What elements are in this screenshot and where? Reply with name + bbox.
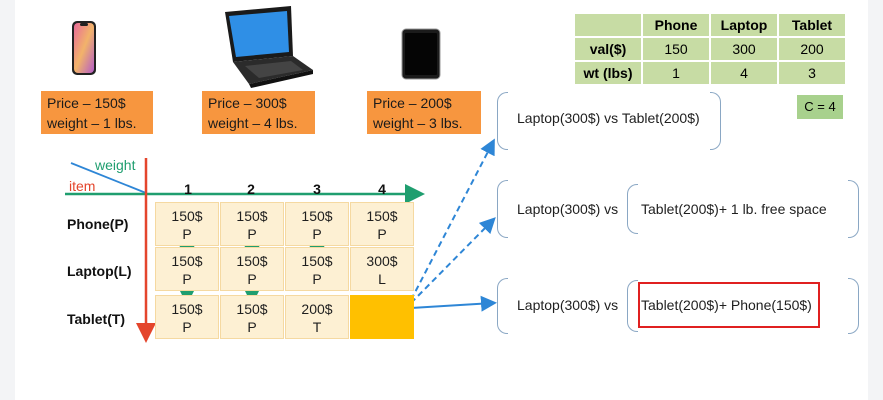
table-cell: 300 xyxy=(709,36,779,62)
table-cell: 4 xyxy=(709,60,779,86)
value-weight-table: Phone Laptop Tablet val($) 150 300 200 w… xyxy=(573,12,847,86)
table-header-tablet: Tablet xyxy=(777,12,847,38)
grid-axes xyxy=(65,138,497,343)
cell-item: P xyxy=(247,226,257,242)
table-cell: 3 xyxy=(777,60,847,86)
cell-value: 150$ xyxy=(171,208,203,224)
grid-cell: 150$ P xyxy=(220,247,284,291)
bracket-left xyxy=(497,180,508,238)
cell-value: 300$ xyxy=(366,253,398,269)
grid-cell: 150$ P xyxy=(350,202,414,246)
phone-icon xyxy=(72,21,96,75)
bracket-right xyxy=(710,92,721,150)
table-row-label: val($) xyxy=(573,36,643,62)
cell-item: P xyxy=(182,226,192,242)
axis-item-label: item xyxy=(69,178,96,194)
table-header-phone: Phone xyxy=(641,12,711,38)
tablet-price: Price – 200$ xyxy=(373,95,452,111)
cell-value: 150$ xyxy=(236,301,268,317)
grid-cell-target xyxy=(350,295,414,339)
cell-value: 150$ xyxy=(236,253,268,269)
comparison-1-text: Laptop(300$) vs Tablet(200$) xyxy=(517,110,700,126)
cell-item: L xyxy=(378,271,386,287)
tablet-weight: weight – 3 lbs. xyxy=(373,115,463,131)
row-label-laptop: Laptop(L) xyxy=(67,263,132,279)
phone-price-box: Price – 150$ weight – 1 lbs. xyxy=(41,91,153,134)
laptop-price-box: Price – 300$ weight – 4 lbs. xyxy=(202,91,315,134)
cell-item: P xyxy=(247,319,257,335)
phone-weight: weight – 1 lbs. xyxy=(47,115,137,131)
cell-item: P xyxy=(247,271,257,287)
cell-item: P xyxy=(377,226,387,242)
cell-value: 150$ xyxy=(171,301,203,317)
answer-highlight-box xyxy=(638,282,820,328)
grid-cell: 200$ T xyxy=(285,295,349,339)
table-header-laptop: Laptop xyxy=(709,12,779,38)
col-label: 3 xyxy=(313,181,321,197)
grid-cell: 150$ P xyxy=(220,202,284,246)
tablet-icon xyxy=(401,28,441,80)
grid-cell: 150$ P xyxy=(155,247,219,291)
comparison-2-left: Laptop(300$) vs xyxy=(517,201,619,217)
connector-arrow-3 xyxy=(410,295,497,312)
cell-value: 150$ xyxy=(301,253,333,269)
grid-cell: 150$ P xyxy=(155,202,219,246)
laptop-price: Price – 300$ xyxy=(208,95,287,111)
bracket-left xyxy=(497,92,508,150)
cell-item: P xyxy=(312,271,322,287)
laptop-weight: weight – 4 lbs. xyxy=(208,115,298,131)
cell-item: P xyxy=(312,226,322,242)
grid-cell: 150$ P xyxy=(285,202,349,246)
table-header-blank xyxy=(573,12,643,38)
bracket-inner-left xyxy=(627,280,638,332)
comparison-3-left: Laptop(300$) vs xyxy=(517,297,619,313)
table-cell: 200 xyxy=(777,36,847,62)
comparison-3-right: Tablet(200$)+ Phone(150$) xyxy=(641,297,812,313)
connector-arrow-2 xyxy=(410,217,496,304)
row-label-tablet: Tablet(T) xyxy=(67,311,126,327)
bracket-right xyxy=(848,180,859,238)
axis-weight-label: weight xyxy=(95,157,136,173)
grid-cell: 150$ P xyxy=(285,247,349,291)
bracket-left xyxy=(497,278,508,334)
grid-cell: 150$ P xyxy=(155,295,219,339)
col-label: 4 xyxy=(378,181,386,197)
table-row-label: wt (lbs) xyxy=(573,60,643,86)
comparison-2-right: Tablet(200$)+ 1 lb. free space xyxy=(641,201,827,217)
cell-value: 150$ xyxy=(366,208,398,224)
cell-item: P xyxy=(182,319,192,335)
slide: Price – 150$ weight – 1 lbs. Price – 300… xyxy=(15,0,868,400)
cell-value: 150$ xyxy=(236,208,268,224)
col-label: 1 xyxy=(184,181,192,197)
cell-value: 150$ xyxy=(171,253,203,269)
diagonal-line xyxy=(70,162,147,194)
table-cell: 150 xyxy=(641,36,711,62)
table-cell: 1 xyxy=(641,60,711,86)
bracket-right xyxy=(848,278,859,334)
grid-cell: 300$ L xyxy=(350,247,414,291)
connector-arrow-1 xyxy=(410,138,495,301)
tablet-price-box: Price – 200$ weight – 3 lbs. xyxy=(367,91,481,134)
bracket-inner-left xyxy=(627,184,638,234)
cell-value: 200$ xyxy=(301,301,333,317)
cell-value: 150$ xyxy=(301,208,333,224)
laptop-icon xyxy=(225,6,313,88)
cell-item: T xyxy=(312,319,322,335)
capacity-box: C = 4 xyxy=(797,95,843,119)
col-label: 2 xyxy=(247,181,255,197)
row-label-phone: Phone(P) xyxy=(67,216,129,232)
grid-cell: 150$ P xyxy=(220,295,284,339)
cell-item: P xyxy=(182,271,192,287)
phone-price: Price – 150$ xyxy=(47,95,126,111)
